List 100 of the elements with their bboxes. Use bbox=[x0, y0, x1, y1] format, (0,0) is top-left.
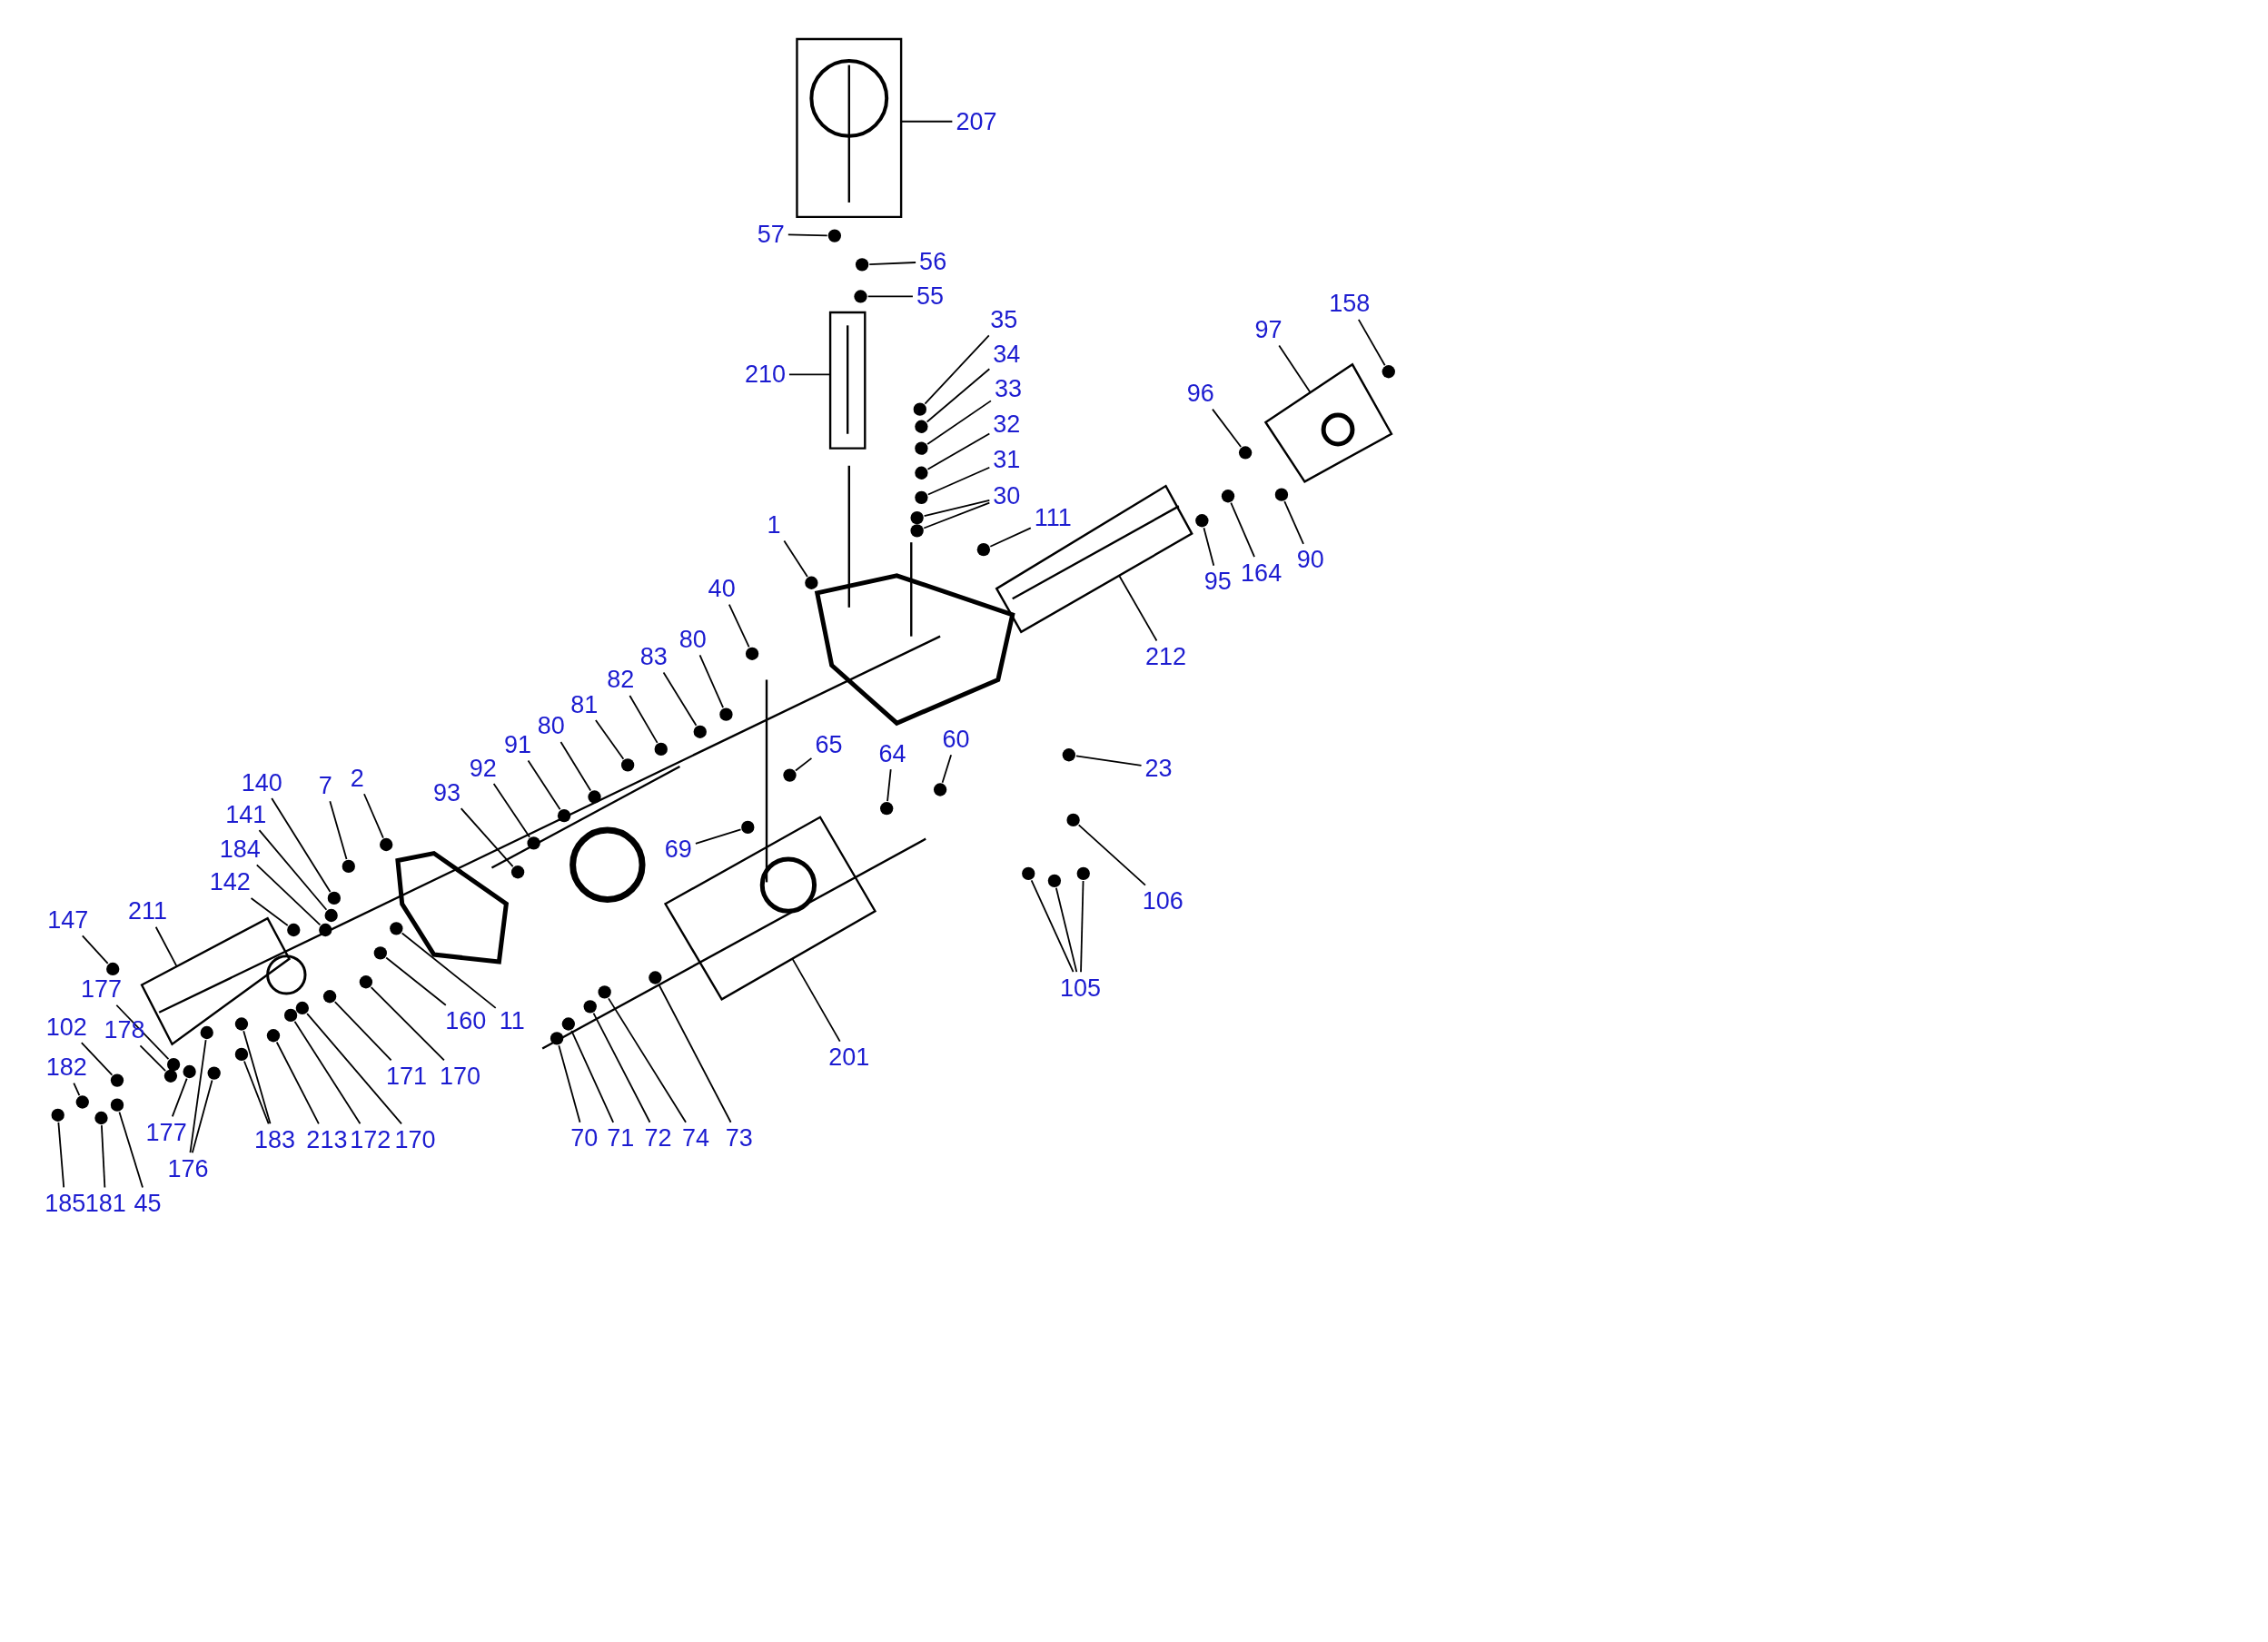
leader-line bbox=[329, 800, 348, 860]
callout-number: 96 bbox=[1186, 381, 1214, 406]
leader-line bbox=[243, 1030, 272, 1125]
part-dot bbox=[207, 1066, 221, 1080]
part-dot bbox=[854, 290, 867, 303]
part-dot bbox=[913, 402, 926, 416]
leader-line bbox=[118, 1111, 144, 1189]
leader-line bbox=[926, 400, 992, 445]
part-dot bbox=[106, 962, 120, 976]
part-dot bbox=[1221, 490, 1235, 503]
part-dot bbox=[783, 768, 797, 782]
callout-number: 83 bbox=[639, 644, 668, 669]
leader-line bbox=[560, 741, 592, 792]
part-dot bbox=[295, 1001, 309, 1015]
leader-line bbox=[1203, 527, 1215, 567]
part-dot bbox=[719, 707, 733, 721]
callout-number: 2 bbox=[350, 766, 364, 791]
leader-line bbox=[73, 1082, 81, 1096]
callout-number: 177 bbox=[145, 1120, 187, 1145]
part-dot bbox=[620, 758, 635, 772]
callout-number: 182 bbox=[45, 1054, 87, 1080]
kit-outline-box bbox=[828, 311, 867, 450]
part-dot bbox=[805, 576, 818, 589]
callout-number: 82 bbox=[607, 667, 635, 692]
callout-number: 97 bbox=[1254, 317, 1283, 342]
leader-line bbox=[695, 828, 742, 845]
part-dot bbox=[527, 836, 540, 850]
part-dot bbox=[94, 1111, 108, 1125]
part-dot bbox=[1238, 446, 1253, 460]
leader-line bbox=[927, 466, 991, 496]
callout-number: 65 bbox=[815, 732, 843, 757]
callout-number: 69 bbox=[664, 836, 692, 862]
callout-number: 45 bbox=[134, 1191, 162, 1216]
leader-line bbox=[923, 501, 991, 529]
part-dot bbox=[915, 441, 928, 455]
part-dot bbox=[654, 742, 668, 757]
callout-number: 1 bbox=[767, 512, 781, 538]
part-dot bbox=[915, 420, 928, 433]
callout-number: 57 bbox=[757, 222, 785, 247]
part-dot bbox=[51, 1108, 64, 1122]
part-dot bbox=[110, 1098, 124, 1112]
callout-number: 74 bbox=[681, 1125, 709, 1151]
leader-line bbox=[1118, 574, 1158, 642]
leader-line bbox=[1212, 408, 1243, 448]
leader-line bbox=[1030, 879, 1075, 974]
callout-number: 92 bbox=[469, 756, 497, 781]
callout-number: 140 bbox=[241, 770, 282, 795]
part-dot bbox=[266, 1029, 281, 1043]
callout-number: 178 bbox=[104, 1017, 145, 1043]
part-dot bbox=[910, 510, 924, 525]
leader-line bbox=[570, 1030, 615, 1123]
callout-number: 93 bbox=[433, 780, 461, 806]
part-dot bbox=[373, 946, 387, 960]
callout-number: 213 bbox=[306, 1127, 348, 1152]
callout-number: 70 bbox=[570, 1125, 599, 1151]
part-dot bbox=[976, 542, 991, 557]
leader-line bbox=[57, 1122, 65, 1189]
callout-number: 181 bbox=[84, 1191, 126, 1216]
callout-number: 171 bbox=[385, 1063, 427, 1089]
callout-number: 40 bbox=[708, 576, 736, 601]
callout-number: 35 bbox=[990, 307, 1018, 332]
callout-number: 170 bbox=[439, 1063, 480, 1089]
callout-number: 95 bbox=[1203, 569, 1232, 594]
callout-number: 211 bbox=[127, 898, 167, 924]
leader-line bbox=[333, 1001, 392, 1062]
callout-number: 201 bbox=[828, 1044, 870, 1070]
part-dot bbox=[183, 1064, 196, 1079]
part-dot bbox=[557, 809, 571, 823]
leader-line bbox=[629, 695, 659, 744]
callout-number: 212 bbox=[1145, 644, 1187, 669]
part-dot bbox=[1047, 874, 1062, 887]
leader-line bbox=[250, 897, 289, 926]
part-dot bbox=[234, 1017, 249, 1031]
leader-line bbox=[698, 654, 724, 709]
callout-number: 72 bbox=[644, 1125, 672, 1151]
callout-number: 64 bbox=[878, 741, 906, 767]
part-dot bbox=[588, 790, 601, 804]
leader-line bbox=[886, 768, 892, 802]
callout-number: 170 bbox=[394, 1127, 436, 1152]
leader-line bbox=[795, 757, 813, 772]
part-dot bbox=[583, 1000, 597, 1014]
part-dot bbox=[915, 490, 928, 504]
leader-line bbox=[101, 1124, 106, 1189]
callout-number: 207 bbox=[956, 109, 997, 134]
part-dot bbox=[327, 891, 342, 905]
callout-number: 158 bbox=[1329, 291, 1371, 316]
callout-number: 141 bbox=[225, 802, 267, 827]
leader-line bbox=[926, 368, 991, 423]
leader-line bbox=[275, 1041, 320, 1125]
leader-line bbox=[658, 983, 732, 1123]
leader-line bbox=[81, 935, 109, 964]
callout-number: 31 bbox=[993, 447, 1021, 472]
callout-number: 56 bbox=[919, 249, 947, 274]
part-dot bbox=[1382, 365, 1395, 379]
leader-line bbox=[460, 807, 514, 868]
callout-number: 11 bbox=[499, 1008, 525, 1034]
callout-number: 176 bbox=[167, 1156, 209, 1182]
callout-number: 185 bbox=[45, 1191, 86, 1216]
leader-line bbox=[1080, 880, 1084, 974]
leader-line bbox=[80, 1042, 114, 1076]
